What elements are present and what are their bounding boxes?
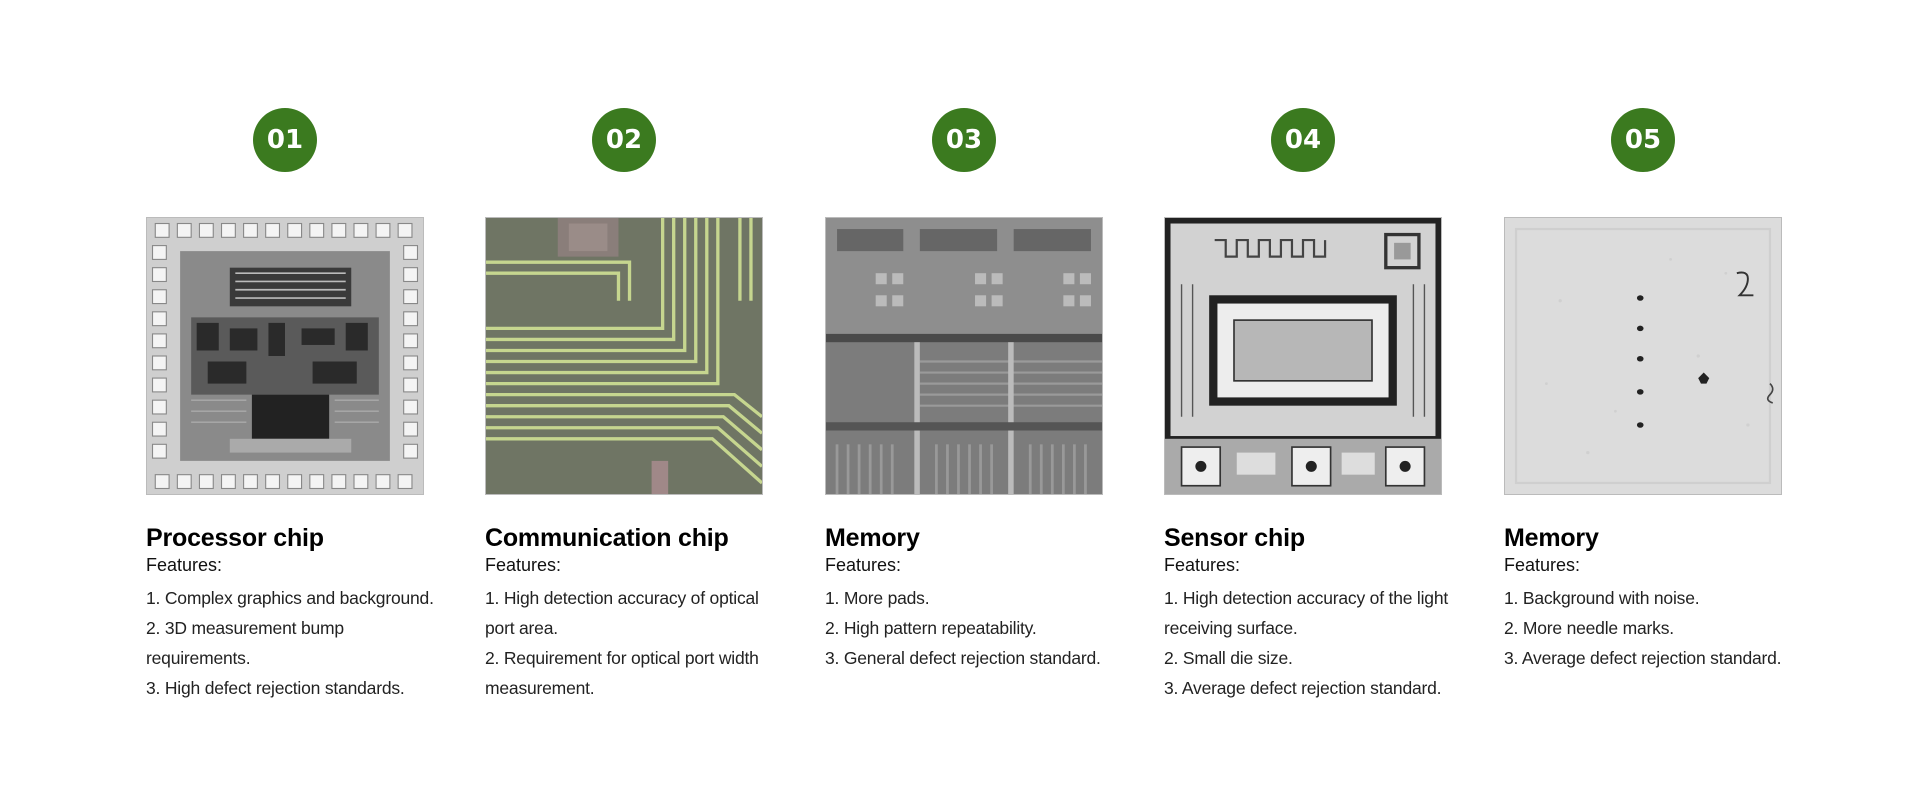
memory-chip-image <box>825 217 1103 495</box>
sensor-chip-image <box>1164 217 1442 495</box>
features-list: 1. Background with noise. 2. More needle… <box>1504 583 1794 673</box>
communication-chip-image <box>485 217 763 495</box>
feature-item: 2. 3D measurement bump requirements. <box>146 618 344 668</box>
feature-item: 1. More pads. <box>825 588 930 608</box>
card-title: Memory <box>825 524 920 552</box>
card-title: Memory <box>1504 524 1599 552</box>
feature-item: 3. Average defect rejection standard. <box>1504 648 1782 668</box>
card-title: Processor chip <box>146 524 324 552</box>
step-badge: 01 <box>146 108 424 172</box>
sensor-chip-micrograph-icon <box>1165 218 1441 494</box>
features-list: 1. Complex graphics and background. 2. 3… <box>146 583 436 703</box>
step-number: 05 <box>1611 108 1675 172</box>
feature-item: 2. Small die size. <box>1164 648 1293 668</box>
features-label: Features: <box>1164 555 1241 575</box>
features-label: Features: <box>825 555 902 575</box>
card-sensor-chip: 04 Sen <box>1164 0 1454 800</box>
card-processor-chip: 01 <box>146 0 436 800</box>
features-label: Features: <box>146 555 223 575</box>
card-memory: 03 <box>825 0 1115 800</box>
card-memory-noise: 05 Memory Features: <box>1504 0 1794 800</box>
processor-chip-micrograph-icon <box>147 218 423 494</box>
communication-chip-micrograph-icon <box>486 218 762 494</box>
feature-item: 2. More needle marks. <box>1504 618 1674 638</box>
step-badge: 03 <box>825 108 1103 172</box>
features-list: 1. High detection accuracy of optical po… <box>485 583 775 703</box>
card-title: Sensor chip <box>1164 524 1305 552</box>
memory-noise-image <box>1504 217 1782 495</box>
feature-item: 1. High detection accuracy of the light … <box>1164 588 1449 638</box>
card-title: Communication chip <box>485 524 729 552</box>
step-number: 02 <box>592 108 656 172</box>
step-badge: 04 <box>1164 108 1442 172</box>
step-number: 03 <box>932 108 996 172</box>
feature-item: 1. High detection accuracy of optical po… <box>485 588 759 638</box>
step-number: 04 <box>1271 108 1335 172</box>
feature-item: 3. Average defect rejection standard. <box>1164 678 1442 698</box>
feature-item: 2. Requirement for optical port width me… <box>485 648 759 698</box>
feature-item: 2. High pattern repeatability. <box>825 618 1037 638</box>
feature-item: 3. General defect rejection standard. <box>825 648 1101 668</box>
features-list: 1. More pads. 2. High pattern repeatabil… <box>825 583 1115 673</box>
step-number: 01 <box>253 108 317 172</box>
features-list: 1. High detection accuracy of the light … <box>1164 583 1454 703</box>
processor-chip-image <box>146 217 424 495</box>
card-communication-chip: 02 Communication chip Features: 1. High … <box>485 0 775 800</box>
feature-item: 1. Background with noise. <box>1504 588 1700 608</box>
step-badge: 02 <box>485 108 763 172</box>
memory-chip-micrograph-icon <box>826 218 1102 494</box>
features-label: Features: <box>485 555 562 575</box>
feature-item: 1. Complex graphics and background. <box>146 588 434 608</box>
features-label: Features: <box>1504 555 1581 575</box>
memory-noise-micrograph-icon <box>1505 218 1781 494</box>
step-badge: 05 <box>1504 108 1782 172</box>
feature-item: 3. High defect rejection standards. <box>146 678 405 698</box>
